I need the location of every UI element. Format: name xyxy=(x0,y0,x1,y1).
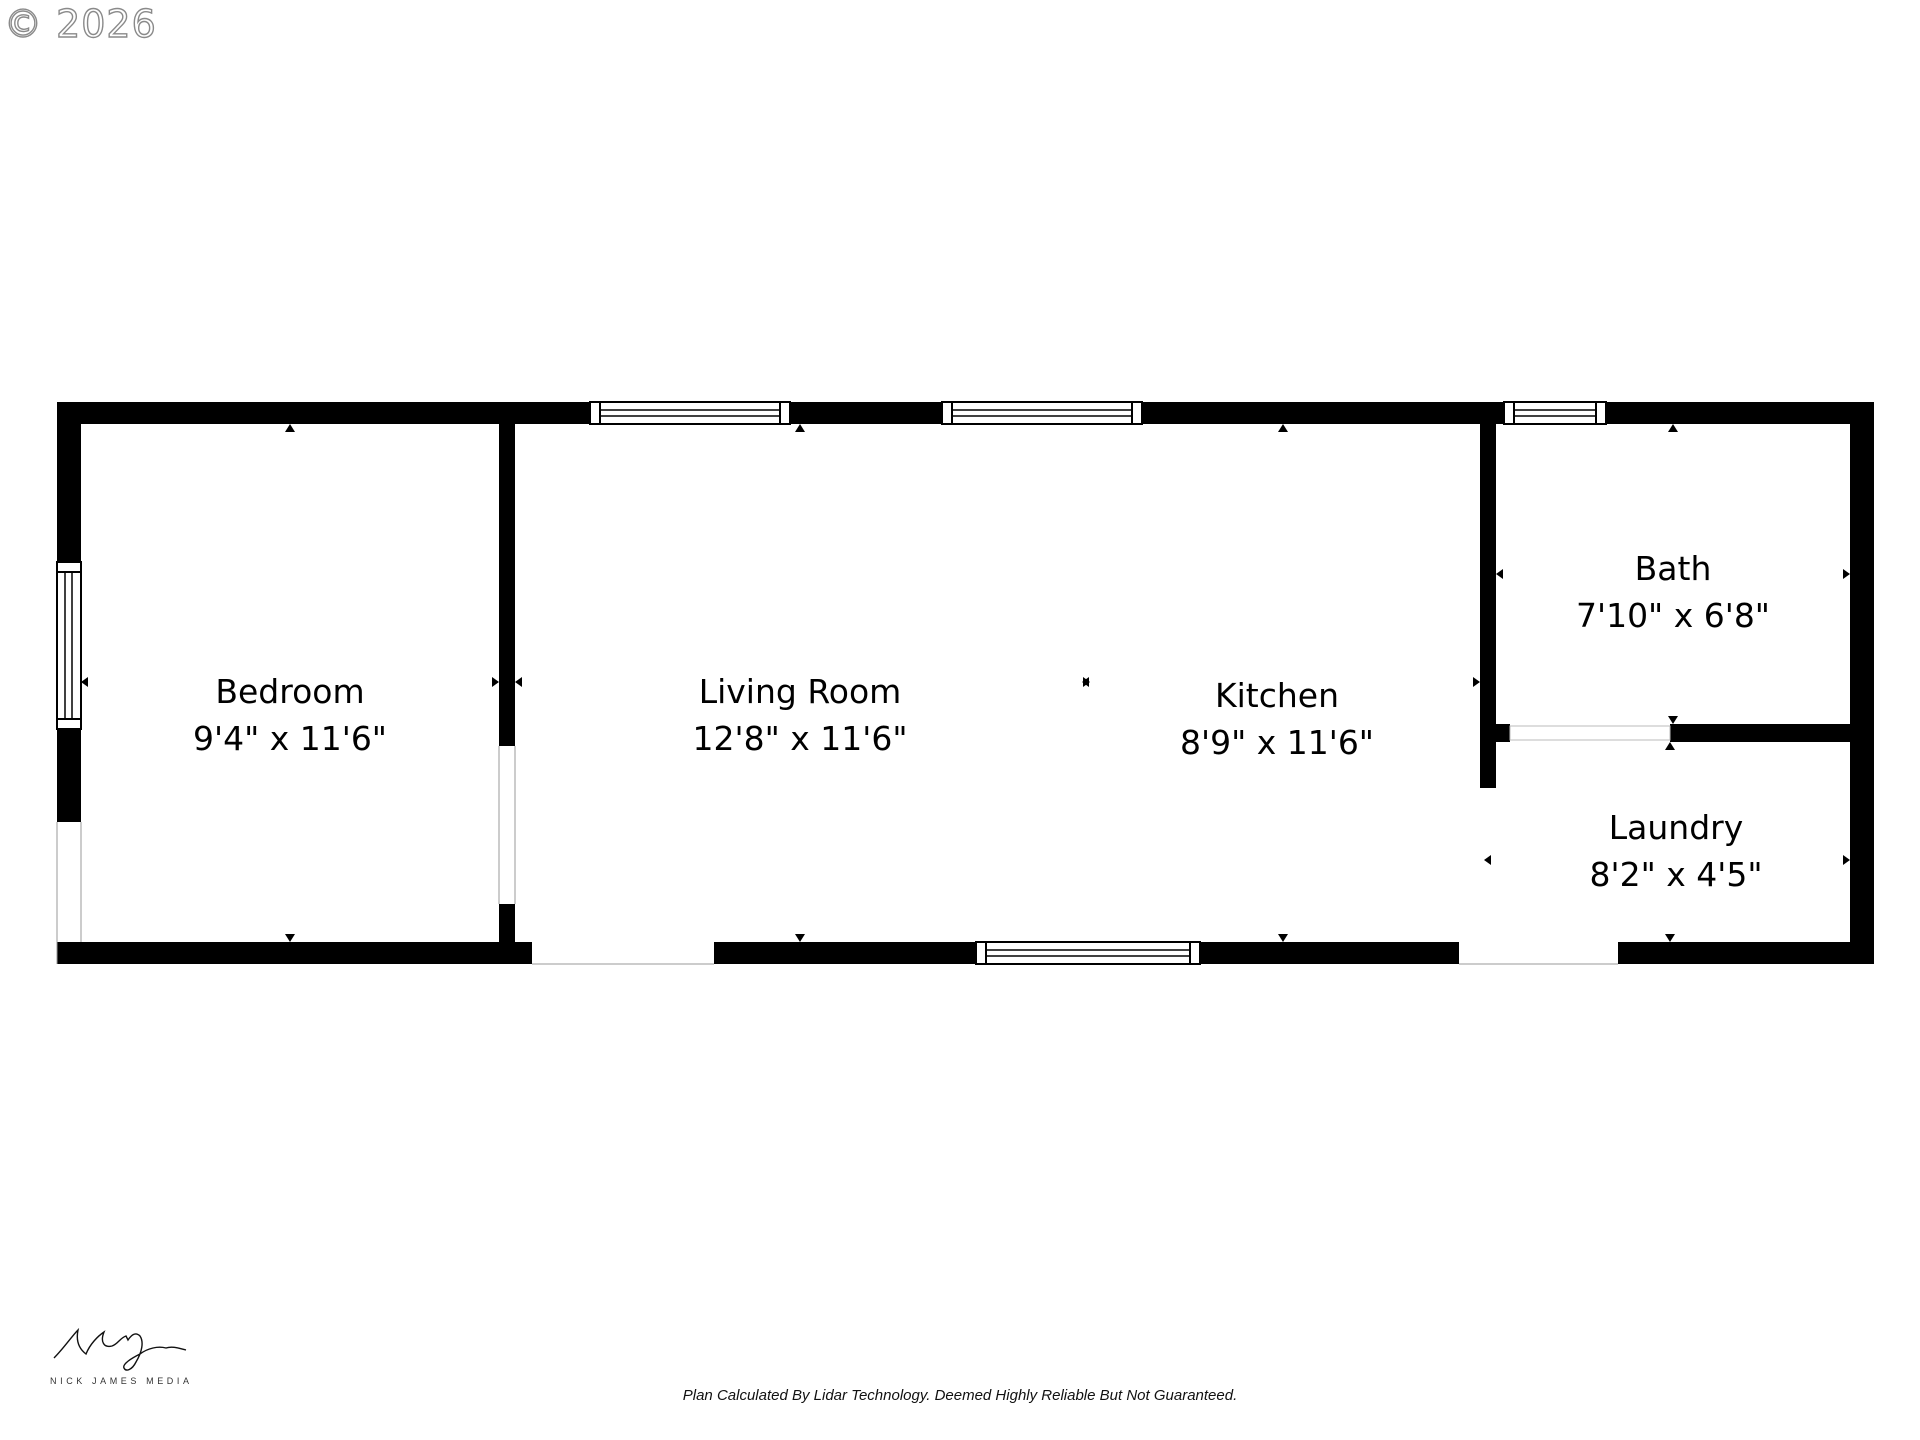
room-dimensions: 9'4" x 11'6" xyxy=(193,719,387,758)
wall-right xyxy=(1850,402,1874,964)
room-dimensions: 8'9" x 11'6" xyxy=(1180,723,1374,762)
room-bath: Bath 7'10" x 6'8" xyxy=(1576,545,1770,639)
signature-logo xyxy=(53,1327,187,1371)
room-laundry: Laundry 8'2" x 4'5" xyxy=(1590,804,1763,898)
wall-bedroom-partition-lower xyxy=(499,904,515,944)
room-name: Living Room xyxy=(698,672,902,711)
window-top-1 xyxy=(589,401,791,425)
wall-kitchen-partition xyxy=(1480,424,1496,788)
windows xyxy=(56,401,1607,965)
copyright-watermark: © 2026 xyxy=(3,1,157,46)
window-top-2 xyxy=(941,401,1143,425)
room-name: Bath xyxy=(1634,549,1712,588)
room-dimensions: 12'8" x 11'6" xyxy=(692,719,908,758)
wall-bath-laundry-stub xyxy=(1480,724,1510,742)
window-left xyxy=(56,561,82,730)
room-kitchen: Kitchen 8'9" x 11'6" xyxy=(1180,672,1374,766)
logo-text: NICK JAMES MEDIA xyxy=(50,1376,193,1386)
room-dimensions: 8'2" x 4'5" xyxy=(1589,855,1763,894)
dimension-markers xyxy=(81,424,1850,942)
window-top-bath xyxy=(1503,401,1607,425)
wall-bath-laundry xyxy=(1670,724,1860,742)
room-name: Bedroom xyxy=(215,672,365,711)
openings xyxy=(56,725,1671,965)
room-living-room: Living Room 12'8" x 11'6" xyxy=(693,668,908,762)
disclaimer-text: Plan Calculated By Lidar Technology. Dee… xyxy=(682,1387,1238,1404)
wall-bottom-1 xyxy=(57,942,532,964)
window-bottom xyxy=(975,941,1201,965)
room-name: Laundry xyxy=(1608,808,1744,847)
wall-bottom-3 xyxy=(1618,942,1874,964)
wall-bedroom-partition-upper xyxy=(499,424,515,746)
room-bedroom: Bedroom 9'4" x 11'6" xyxy=(193,668,387,762)
room-name: Kitchen xyxy=(1214,676,1340,715)
room-dimensions: 7'10" x 6'8" xyxy=(1576,596,1770,635)
